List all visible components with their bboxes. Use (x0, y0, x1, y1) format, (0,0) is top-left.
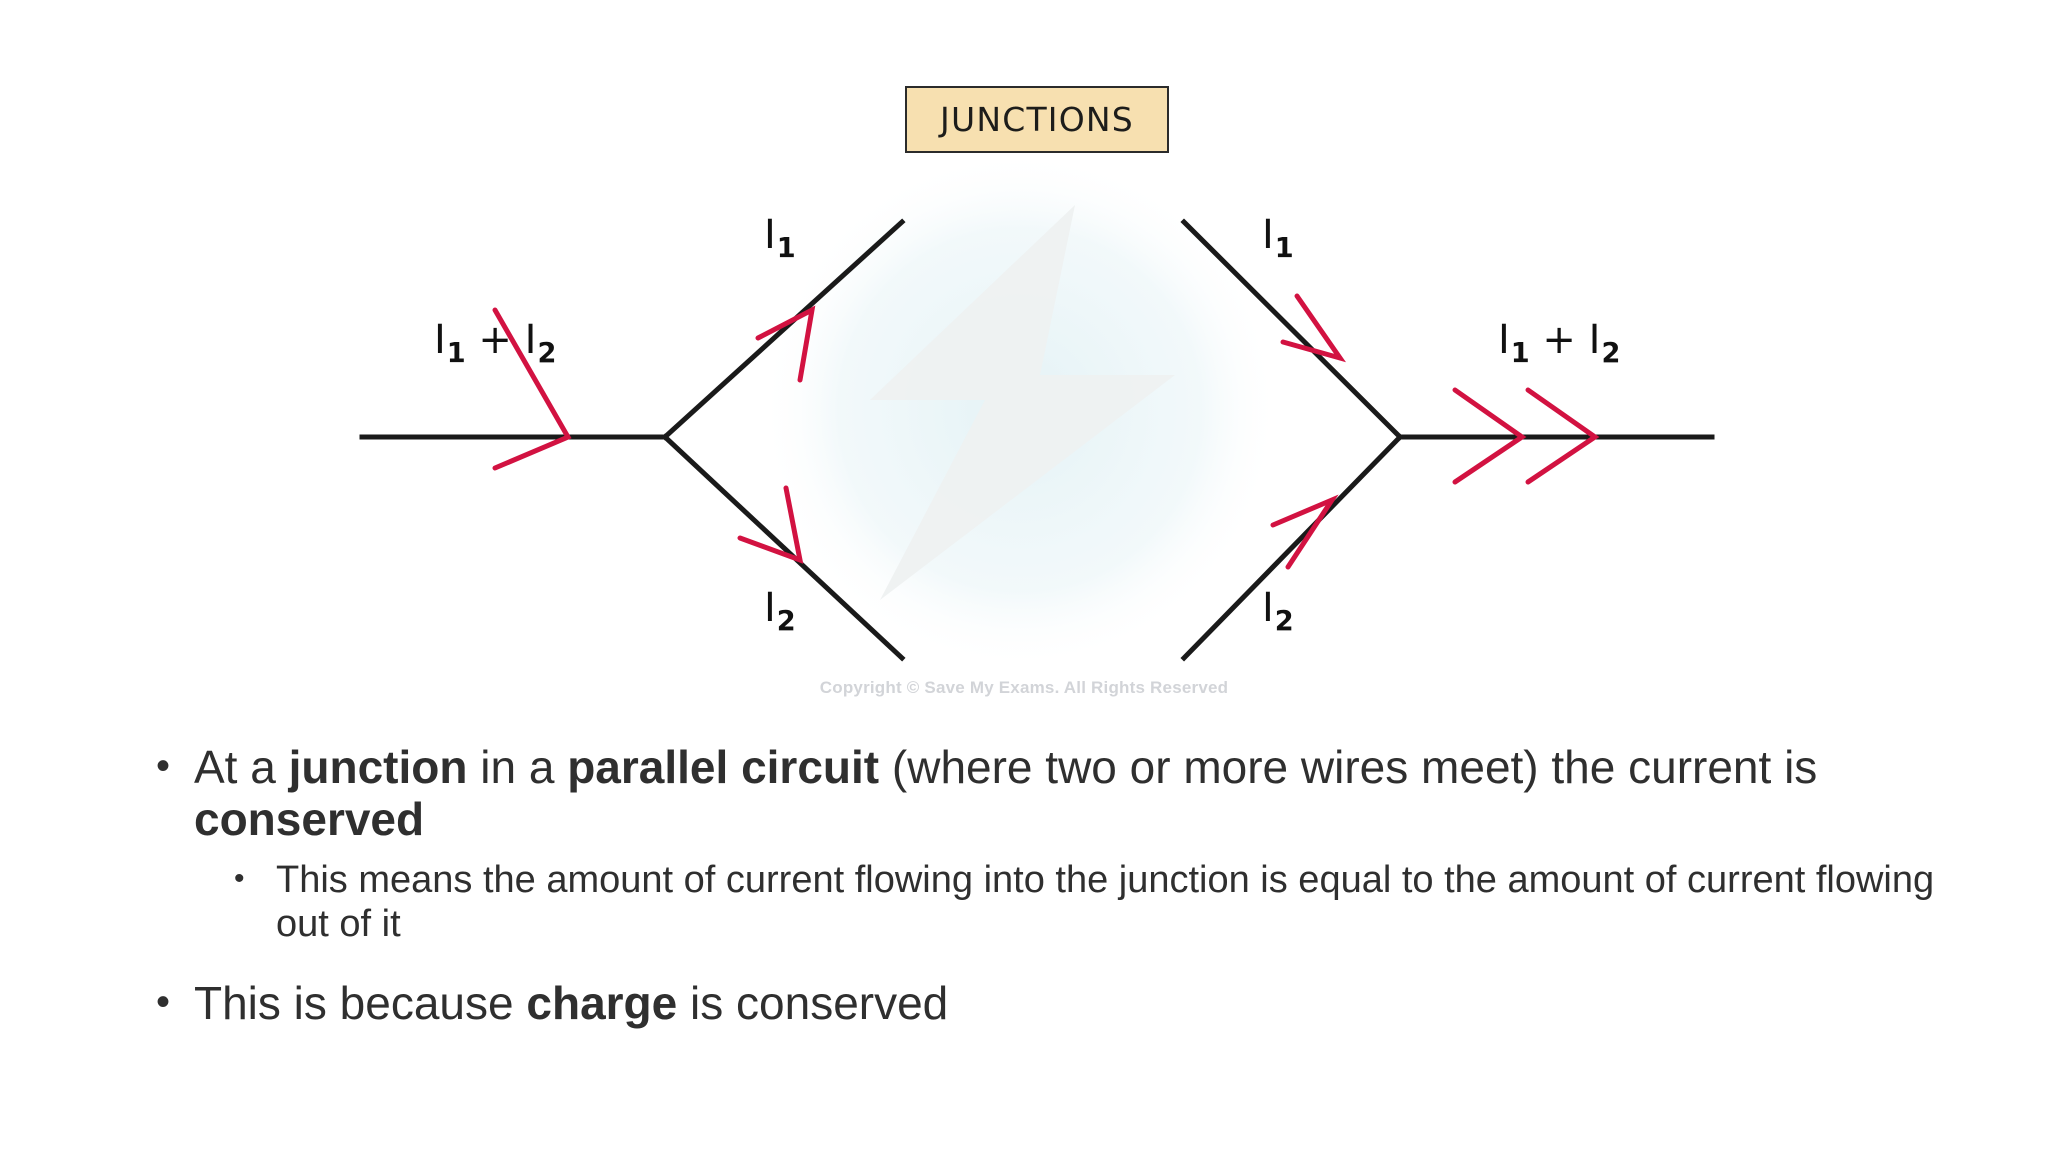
label-i2-left-text: I2 (764, 585, 796, 637)
current-direction-arrows (492, 293, 1600, 570)
wire-upper-right-branch (1180, 218, 1404, 441)
bullet-item-2: • This means the amount of current flowi… (226, 859, 1940, 946)
spacer (150, 960, 1940, 978)
label-input-current-text: I1 + I2 (434, 317, 557, 369)
lightning-bolt-icon (870, 205, 1175, 600)
bullet-marker: • (234, 862, 245, 896)
copyright-notice: Copyright © Save My Exams. All Rights Re… (819, 678, 1229, 697)
bullet-text-3: This is because charge is conserved (194, 977, 949, 1030)
junction-diagram-svg (359, 150, 1715, 670)
lower-left-branch-arrow-icon (737, 485, 804, 564)
output-arrow-icon-2 (1525, 387, 1600, 485)
label-output-current-text: I1 + I2 (1498, 317, 1621, 369)
label-i1-right: I1 (1262, 215, 1294, 262)
label-i2-left: I2 (764, 588, 796, 635)
diagram-title-plaque: JUNCTIONS (905, 86, 1169, 153)
wire-upper-left-branch (661, 218, 906, 441)
input-arrow-icon (492, 307, 572, 471)
bullet-item-1: • At a junction in a parallel circuit (w… (150, 741, 1940, 845)
slide-body-content: • At a junction in a parallel circuit (w… (150, 741, 1940, 1038)
label-i1-left: I1 (764, 215, 796, 262)
label-output-current: I1 + I2 (1498, 320, 1620, 367)
circuit-wires (359, 218, 1715, 662)
label-i2-right-text: I2 (1262, 585, 1294, 637)
bullet-marker: • (156, 980, 171, 1025)
label-i1-left-text: I1 (764, 212, 796, 264)
label-i2-right: I2 (1262, 588, 1294, 635)
output-arrow-icon-1 (1452, 387, 1527, 485)
wire-lower-right-branch (1180, 433, 1404, 662)
diagram-title-text: JUNCTIONS (940, 100, 1134, 139)
label-input-current: I1 + I2 (434, 320, 556, 367)
lower-right-branch-arrow-icon (1270, 494, 1339, 570)
bullet-text-1: At a junction in a parallel circuit (whe… (194, 741, 1818, 845)
upper-left-branch-arrow-icon (755, 305, 816, 383)
bullet-text-2: This means the amount of current flowing… (276, 859, 1935, 945)
bullet-marker: • (156, 744, 171, 788)
junction-diagram-figure: JUNCTIONS I1 + I2 I1 + I2 I1 I2 I1 I2 Co… (359, 86, 1715, 697)
wire-lower-left-branch (661, 433, 906, 662)
upper-right-branch-arrow-icon (1280, 293, 1347, 363)
bullet-item-3: • This is because charge is conserved (150, 978, 1940, 1030)
label-i1-right-text: I1 (1262, 212, 1294, 264)
